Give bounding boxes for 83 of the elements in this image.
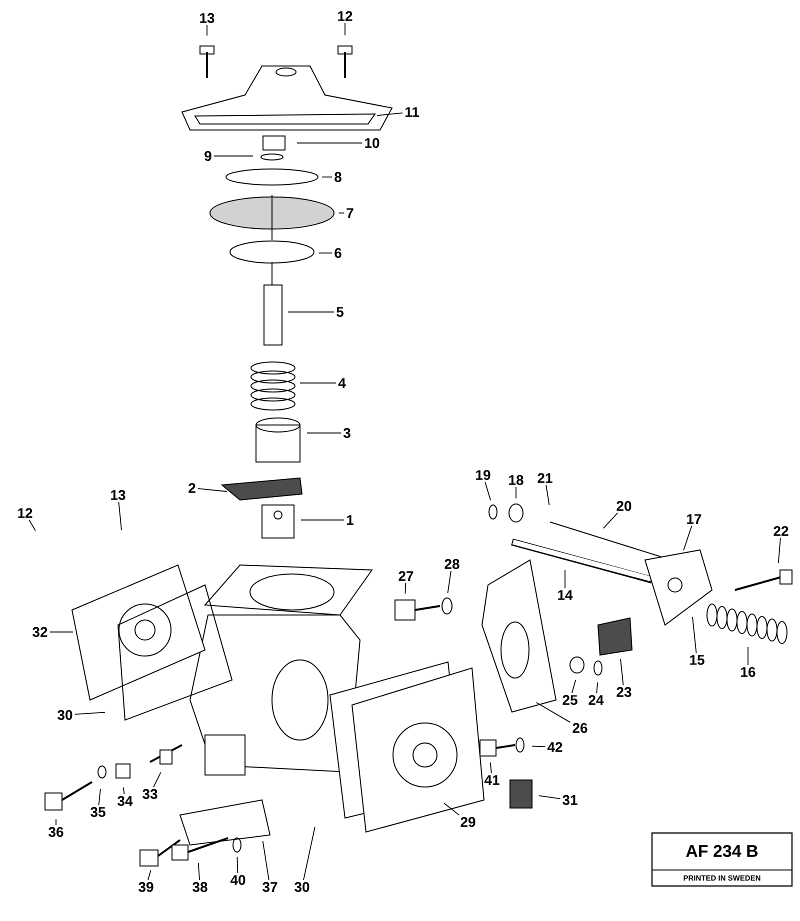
leader-line xyxy=(447,570,452,594)
leader-line xyxy=(536,702,571,723)
callout-number: 7 xyxy=(346,208,354,218)
callout-number: 37 xyxy=(262,882,278,892)
leader-line xyxy=(344,22,346,36)
callout-number: 13 xyxy=(111,490,126,500)
leader-line xyxy=(404,582,406,594)
callout-number: 20 xyxy=(616,501,632,511)
leader-line xyxy=(296,142,363,144)
callout-number: 35 xyxy=(90,807,106,817)
leader-line xyxy=(197,488,228,492)
callout-number: 17 xyxy=(687,514,702,524)
leader-line xyxy=(118,502,122,530)
callout-number: 23 xyxy=(616,687,632,697)
callout-number: 19 xyxy=(476,470,490,480)
leader-line xyxy=(98,788,101,806)
leader-line xyxy=(262,840,270,880)
leader-line xyxy=(153,772,162,788)
callout-number: 6 xyxy=(334,248,342,258)
callout-number: 11 xyxy=(405,107,420,117)
callout-number: 39 xyxy=(138,882,154,892)
callout-number: 29 xyxy=(460,817,476,827)
leader-line xyxy=(538,795,561,800)
leader-line xyxy=(692,616,697,654)
leader-line xyxy=(236,856,238,874)
leader-line xyxy=(148,870,152,880)
leader-line xyxy=(532,746,546,748)
leader-line xyxy=(596,682,598,694)
leader-line xyxy=(683,525,692,551)
callout-number: 22 xyxy=(774,526,788,536)
callout-number: 40 xyxy=(230,875,246,885)
callout-number: 10 xyxy=(365,138,380,148)
callout-number: 5 xyxy=(336,307,344,317)
leader-line xyxy=(74,712,106,715)
callout-number: 26 xyxy=(572,723,588,733)
callout-number: 30 xyxy=(58,710,72,720)
leader-line xyxy=(484,482,491,501)
callout-number: 4 xyxy=(338,378,346,388)
callout-number: 18 xyxy=(509,475,524,485)
callout-number: 36 xyxy=(48,827,64,837)
callout-number: 21 xyxy=(538,473,552,483)
callout-number: 15 xyxy=(690,655,704,665)
leader-line xyxy=(572,679,576,694)
callout-number: 12 xyxy=(338,11,352,21)
callout-number: 38 xyxy=(192,882,208,892)
leader-line xyxy=(778,537,781,564)
leader-line xyxy=(338,212,345,214)
callout-number: 42 xyxy=(547,742,562,752)
leader-line xyxy=(443,802,460,816)
leader-line xyxy=(490,762,492,774)
callout-number: 9 xyxy=(204,151,212,161)
leader-line xyxy=(602,512,618,529)
leader-line xyxy=(376,112,404,116)
callout-number: 12 xyxy=(18,508,32,518)
callout-number: 2 xyxy=(188,483,196,493)
callout-number: 13 xyxy=(200,13,214,23)
callout-number: 14 xyxy=(558,590,573,600)
leader-line xyxy=(306,432,342,434)
leader-line xyxy=(564,570,566,589)
leader-line xyxy=(28,519,36,532)
leader-line xyxy=(322,176,333,178)
callout-number: 30 xyxy=(294,882,310,892)
callout-number: 3 xyxy=(343,428,350,438)
leader-line xyxy=(620,658,624,686)
callout-number: 24 xyxy=(588,695,604,705)
callout-number: 16 xyxy=(741,667,756,677)
callout-number: 41 xyxy=(484,775,500,785)
callout-number: 34 xyxy=(118,796,133,806)
leader-line xyxy=(546,484,550,506)
callout-number: 8 xyxy=(334,172,342,182)
leader-line xyxy=(300,382,337,384)
leader-line xyxy=(198,862,200,880)
leader-line xyxy=(206,24,208,36)
callout-number: 28 xyxy=(444,559,460,569)
callout-number: 32 xyxy=(32,627,48,637)
leader-line xyxy=(303,826,316,880)
callout-number: 31 xyxy=(562,795,578,805)
callout-number: 1 xyxy=(346,515,354,525)
callout-number: 25 xyxy=(562,695,578,705)
callout-number: 27 xyxy=(398,571,414,581)
callout-number: 33 xyxy=(142,789,158,799)
leader-line xyxy=(122,786,125,794)
leader-line xyxy=(318,252,333,254)
